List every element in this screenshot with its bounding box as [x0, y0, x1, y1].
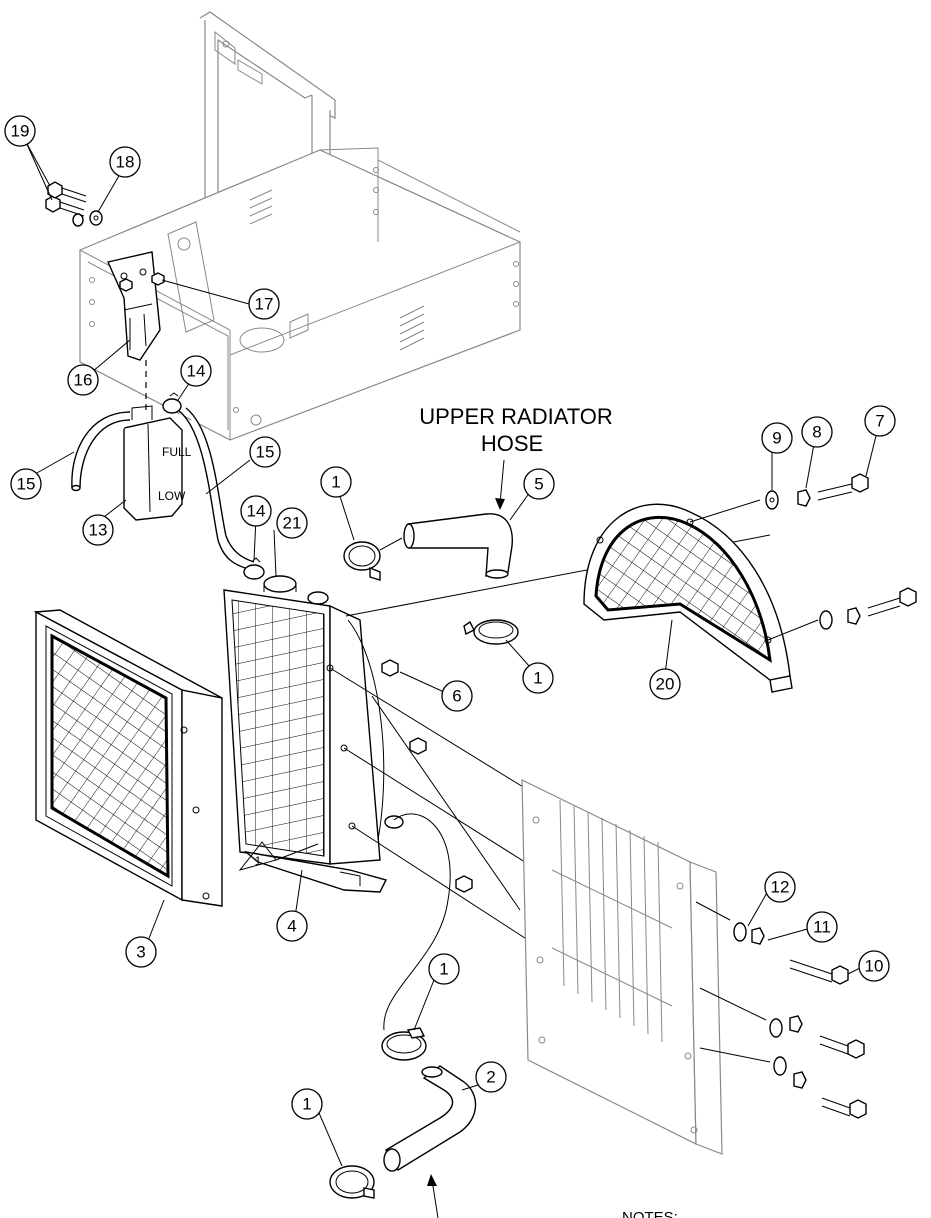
callout-9: 9	[761, 422, 793, 454]
note-flag: 1	[238, 841, 319, 871]
lower-radiator-hose	[383, 1065, 477, 1172]
upper-hose-label-line1: UPPER RADIATOR	[419, 404, 613, 429]
callout-1-upper-left: 1	[320, 466, 352, 498]
svg-text:10: 10	[865, 957, 884, 976]
lower-hose-alignment-line	[383, 813, 451, 1031]
svg-text:4: 4	[287, 917, 296, 936]
svg-text:21: 21	[283, 514, 302, 533]
hose-clamps-small	[162, 392, 265, 580]
overflow-tank-bracket	[107, 251, 161, 361]
callout-1-lower-left: 1	[291, 1088, 323, 1120]
callout-7: 7	[864, 405, 896, 437]
svg-text:1: 1	[533, 669, 542, 688]
svg-text:6: 6	[452, 687, 461, 706]
svg-text:7: 7	[875, 412, 884, 431]
tank-low-label: LOW	[158, 489, 186, 503]
svg-text:1: 1	[331, 473, 340, 492]
svg-text:17: 17	[255, 295, 274, 314]
svg-text:3: 3	[136, 943, 145, 962]
hex-nuts	[119, 272, 165, 292]
notes-heading: NOTES:	[622, 1209, 678, 1218]
callout-15-right: 15	[249, 436, 281, 468]
callout-16: 16	[67, 364, 99, 396]
callout-20: 20	[649, 668, 681, 700]
svg-text:16: 16	[74, 371, 93, 390]
svg-text:15: 15	[17, 475, 36, 494]
svg-text:1: 1	[439, 960, 448, 979]
callout-8: 8	[801, 416, 833, 448]
svg-text:19: 19	[11, 122, 30, 141]
upper-hose-arrow	[495, 459, 505, 510]
callout-4: 4	[276, 910, 308, 942]
overflow-tank: FULL LOW	[123, 405, 192, 521]
svg-text:14: 14	[187, 362, 206, 381]
callout-12: 12	[764, 871, 796, 903]
callout-15-left: 15	[10, 468, 42, 500]
bolts-and-washers	[45, 181, 103, 227]
callout-14-top: 14	[180, 355, 212, 387]
callout-13: 13	[82, 514, 114, 546]
callout-1-upper-right: 1	[522, 662, 554, 694]
svg-text:18: 18	[116, 153, 135, 172]
callout-19: 19	[4, 115, 36, 147]
lower-hose-arrow	[427, 1174, 439, 1218]
upper-radiator-hose	[403, 513, 513, 579]
callout-11: 11	[806, 911, 838, 943]
svg-text:14: 14	[247, 502, 266, 521]
svg-text:11: 11	[813, 918, 831, 937]
svg-text:13: 13	[89, 521, 108, 540]
svg-text:9: 9	[772, 429, 781, 448]
hose-alignment-line	[379, 537, 403, 551]
tank-full-label: FULL	[162, 445, 192, 459]
grille-hardware	[695, 901, 867, 1119]
grille-panel	[521, 779, 723, 1155]
callout-5: 5	[523, 468, 555, 500]
overflow-hoses	[71, 407, 255, 571]
svg-text:8: 8	[812, 423, 821, 442]
callout-17: 17	[248, 288, 280, 320]
callout-1-lower-right: 1	[428, 953, 460, 985]
callout-18: 18	[109, 146, 141, 178]
upper-hose-clamps	[343, 541, 519, 645]
svg-text:1: 1	[302, 1095, 311, 1114]
radiator	[223, 575, 404, 893]
svg-text:20: 20	[656, 675, 675, 694]
svg-text:1: 1	[255, 854, 262, 868]
fan-guard	[583, 503, 793, 693]
upper-hose-label-line2: HOSE	[481, 431, 543, 456]
callout-14-bottom: 14	[240, 495, 272, 527]
radiator-nuts	[381, 659, 473, 893]
svg-text:12: 12	[771, 878, 790, 897]
callout-6: 6	[441, 680, 473, 712]
callout-2: 2	[475, 1061, 507, 1093]
callout-10: 10	[858, 950, 890, 982]
callout-21: 21	[276, 507, 308, 539]
svg-text:2: 2	[486, 1068, 495, 1087]
svg-text:5: 5	[534, 475, 543, 494]
guard-hardware	[689, 473, 917, 641]
lower-hose-clamps	[329, 1027, 427, 1199]
radiator-shroud	[33, 609, 223, 907]
svg-text:15: 15	[256, 443, 275, 462]
callout-3: 3	[125, 936, 157, 968]
